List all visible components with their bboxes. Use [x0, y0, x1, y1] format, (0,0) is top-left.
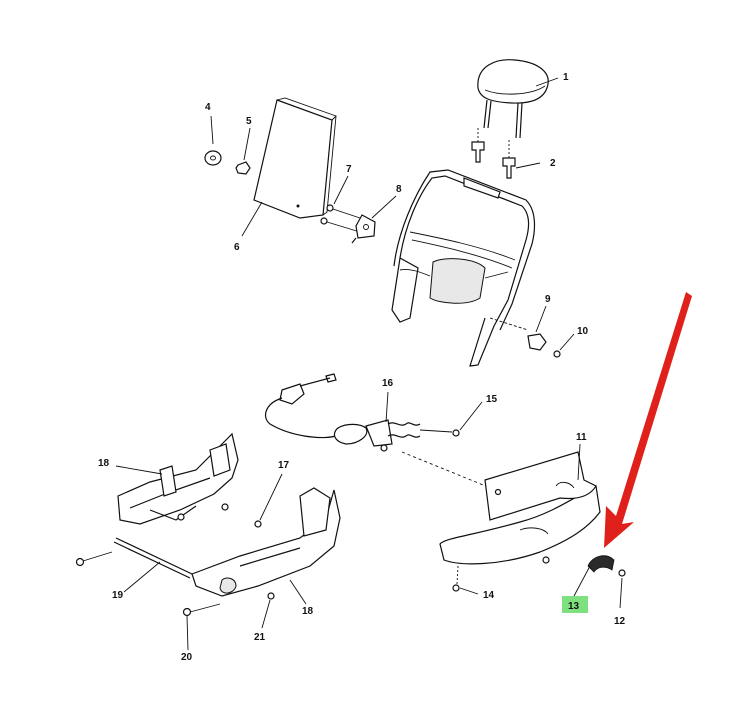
seat-track-upper [117, 432, 239, 525]
callout-11: 11 [576, 432, 587, 443]
washer-and-nut [204, 150, 251, 175]
leader-lines [115, 77, 623, 651]
callout-12: 12 [614, 616, 626, 627]
callout-10: 10 [577, 326, 589, 337]
callout-2: 2 [550, 158, 556, 169]
seat-track-lower [182, 487, 341, 617]
cross-bar [75, 537, 193, 579]
callout-1: 1 [563, 72, 569, 83]
headrest-guides [471, 128, 516, 179]
callout-18-upper: 18 [98, 458, 110, 469]
callout-14: 14 [483, 590, 495, 601]
callout-8: 8 [396, 184, 402, 195]
trim-cap-and-screw [587, 555, 626, 577]
headrest [477, 59, 549, 139]
callout-7: 7 [346, 164, 352, 175]
red-arrow-pointer [604, 292, 692, 548]
callout-4: 4 [205, 102, 211, 113]
callout-13: 13 [568, 601, 580, 612]
callout-9: 9 [545, 294, 551, 305]
latch-and-screw [527, 333, 561, 358]
callout-5: 5 [246, 116, 252, 127]
callout-16: 16 [382, 378, 394, 389]
callout-18-lower: 18 [302, 606, 314, 617]
side-trim-cover [439, 451, 601, 592]
callout-labels: 1 2 4 5 6 7 8 9 10 11 12 13 14 15 16 17 … [98, 72, 626, 663]
callout-6: 6 [234, 242, 240, 253]
callout-19: 19 [112, 590, 124, 601]
callout-21: 21 [254, 632, 266, 643]
screws-and-bracket [320, 204, 376, 244]
callout-17: 17 [278, 460, 290, 471]
callout-15: 15 [486, 394, 498, 405]
release-cable [264, 373, 460, 452]
callout-13-highlight [562, 596, 588, 613]
seatback-panel [253, 97, 337, 219]
seatback-frame [391, 169, 536, 367]
callout-20: 20 [181, 652, 193, 663]
